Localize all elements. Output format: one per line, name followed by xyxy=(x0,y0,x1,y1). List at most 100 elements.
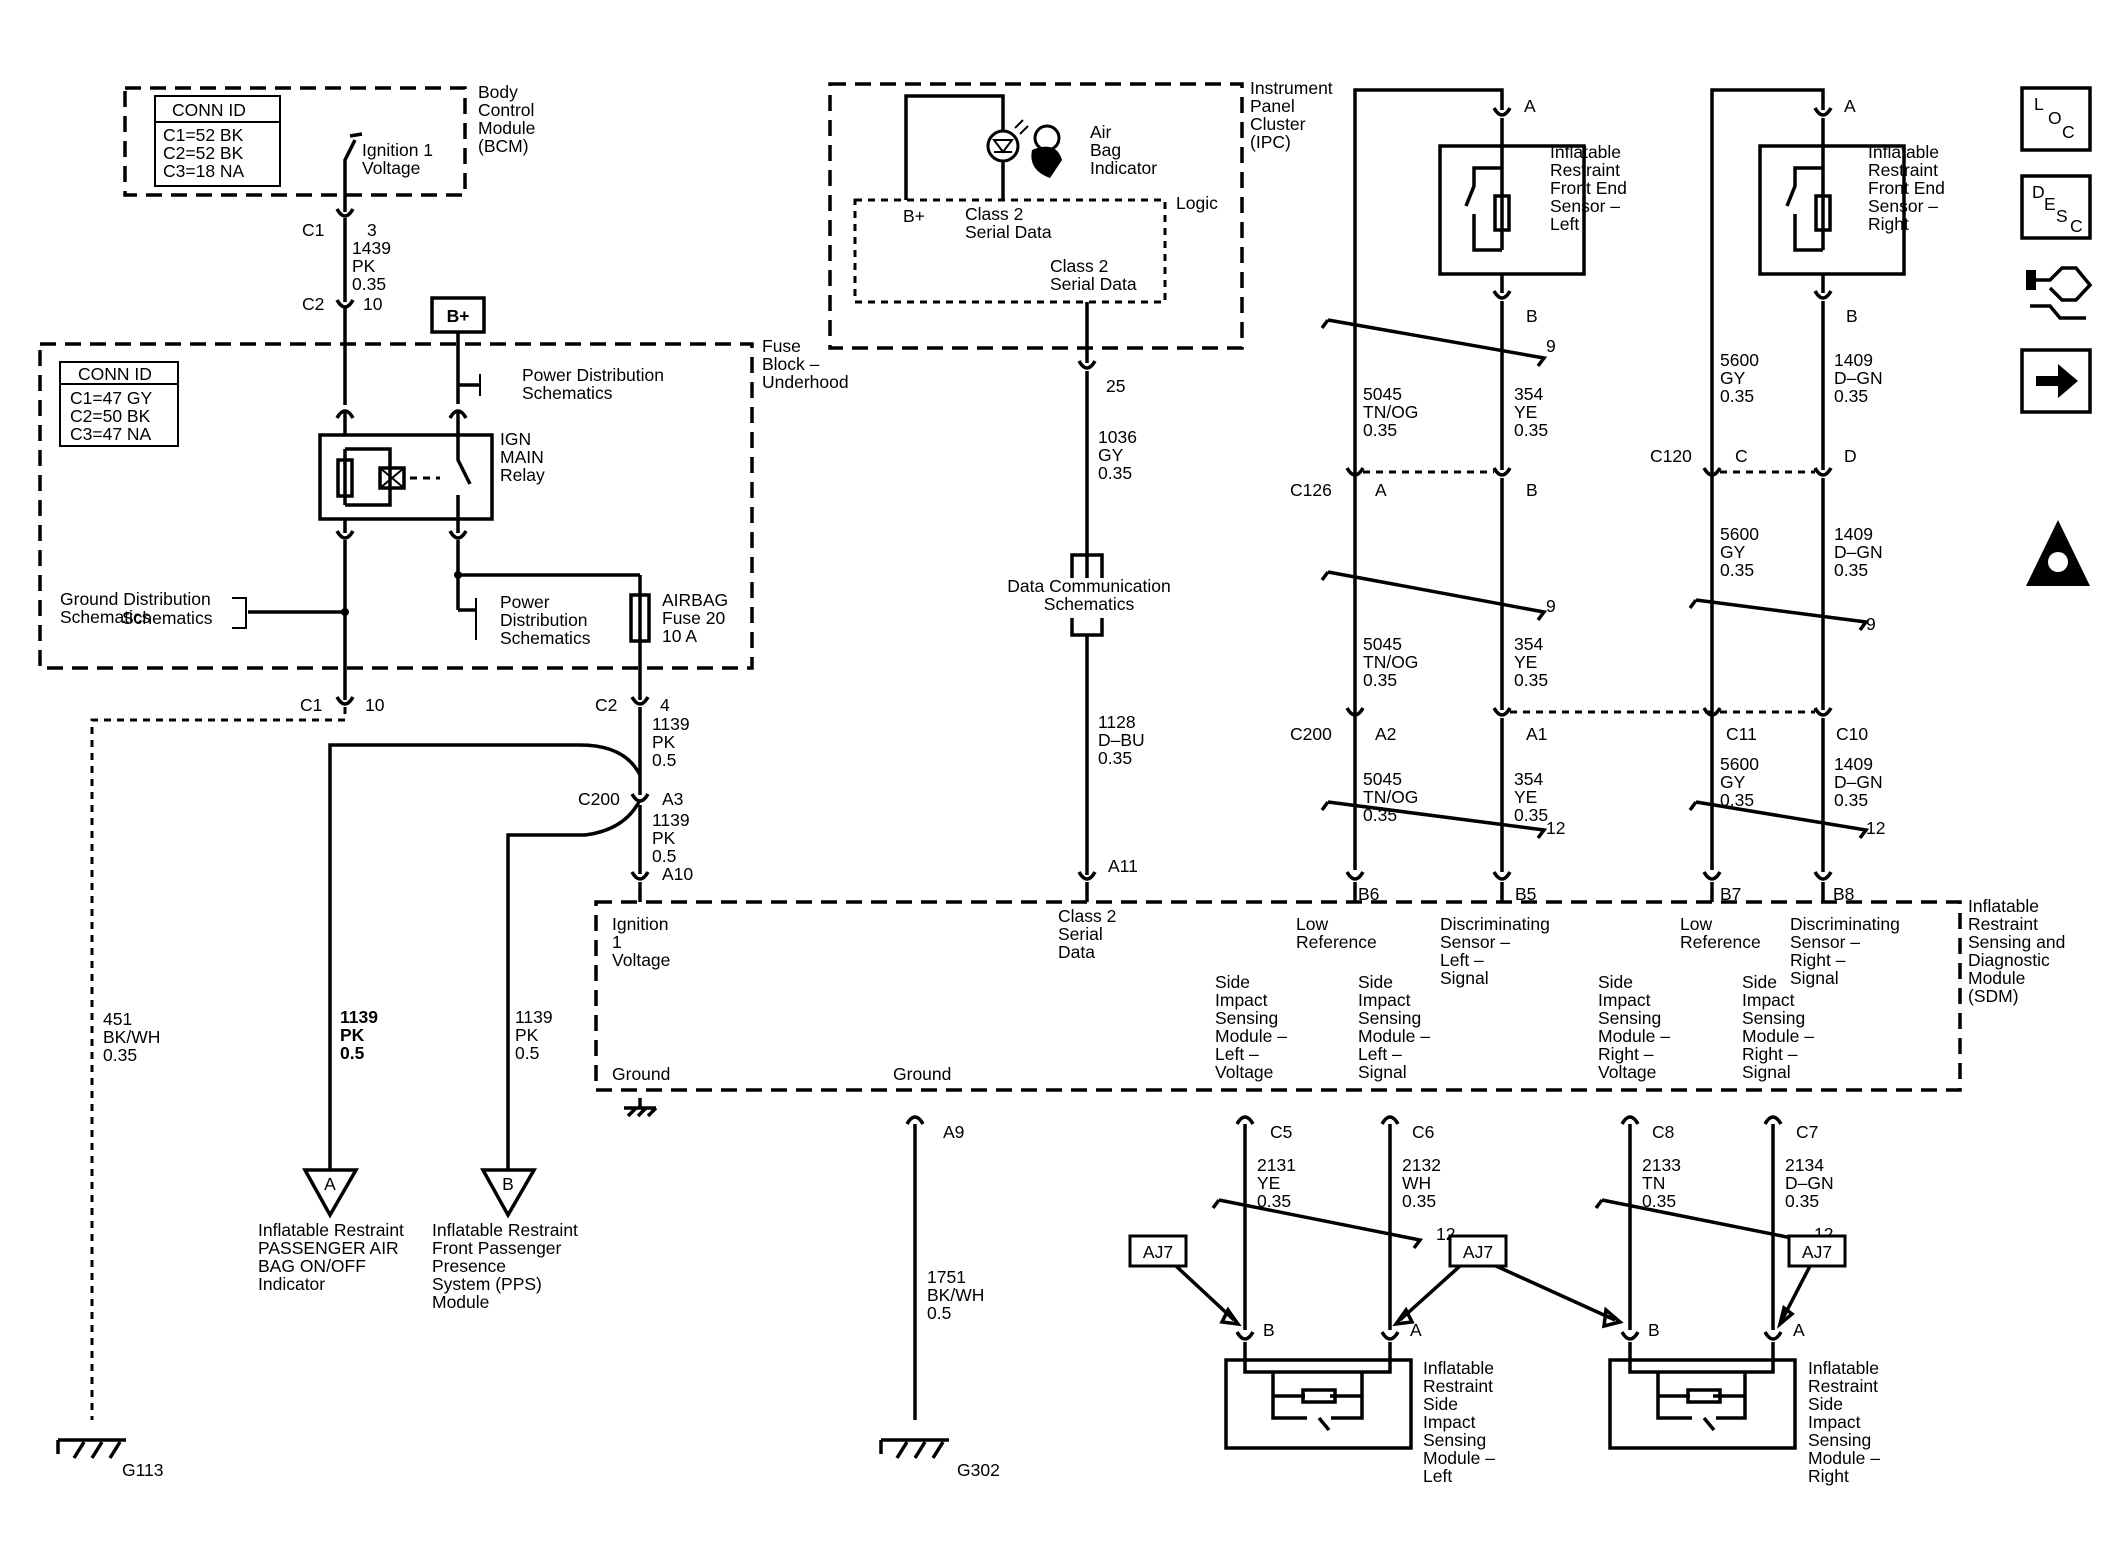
light-rays-icon xyxy=(1014,119,1029,135)
desc-letter: S xyxy=(2056,206,2068,226)
b5-label: B5 xyxy=(1515,884,1536,904)
fuse-block-label-line: Underhood xyxy=(762,372,849,392)
fuse-c2-pin: 10 xyxy=(363,294,383,314)
circuit-1409-label-1-line: 0.35 xyxy=(1834,386,1868,406)
sdm-label-line: Diagnostic xyxy=(1968,950,2050,970)
low-reference-right-line: Low xyxy=(1680,914,1712,934)
side-module-pin-a xyxy=(1763,1331,1783,1341)
location-icon[interactable] xyxy=(2020,86,2092,152)
b8-label: B8 xyxy=(1833,884,1854,904)
circuit-1409-label-3-line: 0.35 xyxy=(1834,790,1868,810)
discriminating-sensor-right-line: Right – xyxy=(1790,950,1846,970)
circuit-2134-label-line: 0.35 xyxy=(1785,1191,1819,1211)
class2-serial-data-a-line: Class 2 xyxy=(965,204,1023,224)
relay-switch-icon xyxy=(456,435,472,519)
circuit-1139-b-label-line: 0.5 xyxy=(515,1043,539,1063)
circuit-1139-a-label-line: PK xyxy=(340,1025,365,1045)
circuit-1139-a-label-line: 1139 xyxy=(340,1007,378,1027)
twist-count-r2-line: 9 xyxy=(1866,614,1876,634)
side-impact-left-signal-line: Signal xyxy=(1358,1062,1407,1082)
a11-label: A11 xyxy=(1108,856,1138,876)
circuit-1139-b-label-line: PK xyxy=(515,1025,539,1045)
side-impact-left-voltage-line: Module – xyxy=(1215,1026,1287,1046)
circuit-1139-mid-label-line: 0.5 xyxy=(652,846,676,866)
circuit-2133-label-line: TN xyxy=(1642,1173,1665,1193)
fl-sensor-pin-b xyxy=(1492,290,1512,300)
c200-a3-terminal xyxy=(630,793,650,803)
circuit-2133-label-line: 2133 xyxy=(1642,1155,1681,1175)
twist-count-2: 9 xyxy=(1546,596,1556,616)
aj7-splice-box xyxy=(1128,1234,1188,1268)
cross-ref-b-text-line: Inflatable Restraint xyxy=(432,1220,578,1240)
fuse-c1-pin-line: 10 xyxy=(365,695,385,715)
loc-letter-line: O xyxy=(2048,108,2062,128)
sensor-switch-icon xyxy=(1785,118,1825,252)
bcm-module-label-line: Control xyxy=(478,100,534,120)
c120-label: C120 xyxy=(1650,446,1692,466)
fuse-c2b-label: C2 xyxy=(595,695,617,715)
front-left-sensor xyxy=(1438,144,1586,276)
air-bag-indicator-label-line: Air xyxy=(1090,122,1112,142)
aj7-arrow xyxy=(1398,1264,1462,1322)
front-right-sensor-label-line: Restraint xyxy=(1868,160,1938,180)
c126-a: A xyxy=(1375,480,1387,500)
relay-terminal xyxy=(335,409,355,419)
off-page-connector-a xyxy=(302,1168,360,1219)
description-icon[interactable] xyxy=(2020,174,2092,240)
fuse-c2-terminal xyxy=(630,696,650,706)
side-impact-left-signal-line: Side xyxy=(1358,972,1393,992)
side-impact-left-voltage-line: Impact xyxy=(1215,990,1268,1010)
side-impact-left-voltage-line: Side xyxy=(1215,972,1250,992)
desc-letter-line: C xyxy=(2070,216,2083,236)
arrow-head-icon xyxy=(1219,1306,1242,1327)
arrow-head-icon xyxy=(1392,1306,1415,1327)
cross-ref-a-text-line: Inflatable Restraint xyxy=(258,1220,404,1240)
a1-label: A1 xyxy=(1526,724,1547,744)
twisted-pair-mark xyxy=(1211,1198,1424,1250)
circuit-1139-branch-a xyxy=(328,743,642,1170)
fuse-c2-pin-line: 10 xyxy=(363,294,383,314)
fuse-block-label-line: Fuse xyxy=(762,336,801,356)
ipc-label-line: Cluster xyxy=(1250,114,1306,134)
side_r-label-line: Side xyxy=(1808,1394,1843,1414)
air-bag-indicator-label-line: Bag xyxy=(1090,140,1121,160)
side-impact-right-voltage-line: Sensing xyxy=(1598,1008,1661,1028)
side-impact-right-voltage-line: Impact xyxy=(1598,990,1651,1010)
lamp-icon xyxy=(986,129,1020,163)
side-impact-module xyxy=(1224,1358,1413,1450)
power-distribution-label-2-line: Distribution xyxy=(500,610,588,630)
circuit-354-label-2-line: 0.35 xyxy=(1514,670,1548,690)
next-page-icon[interactable] xyxy=(2020,348,2092,414)
off-page-connector-b xyxy=(480,1168,538,1219)
fl-pin-a: A xyxy=(1524,96,1536,116)
discriminating-sensor-left-line: Left – xyxy=(1440,950,1484,970)
connector-info-icon[interactable] xyxy=(2026,270,2036,290)
twisted-pair-mark xyxy=(1320,800,1548,840)
circuit-5600-label-3-line: 5600 xyxy=(1720,754,1759,774)
twisted-pair-mark xyxy=(1688,800,1870,840)
fl-pin-b: B xyxy=(1526,306,1538,326)
power-distribution-label-2-line: Power xyxy=(500,592,550,612)
bcm-conn-ids-line: C3=18 NA xyxy=(163,161,245,181)
ground-label-2-line: Ground xyxy=(893,1064,951,1084)
c120-d: D xyxy=(1844,446,1857,466)
ignition-1-voltage-input-line: 1 xyxy=(612,932,622,952)
circuit-1751-label-line: 0.5 xyxy=(927,1303,951,1323)
c200-left-label: C200 xyxy=(578,789,620,809)
sensor-resistor xyxy=(1301,1388,1337,1404)
class2-serial-data-input-line: Serial xyxy=(1058,924,1103,944)
aj7-splice-box xyxy=(1448,1234,1508,1268)
arrow-head-icon xyxy=(1777,1305,1795,1329)
